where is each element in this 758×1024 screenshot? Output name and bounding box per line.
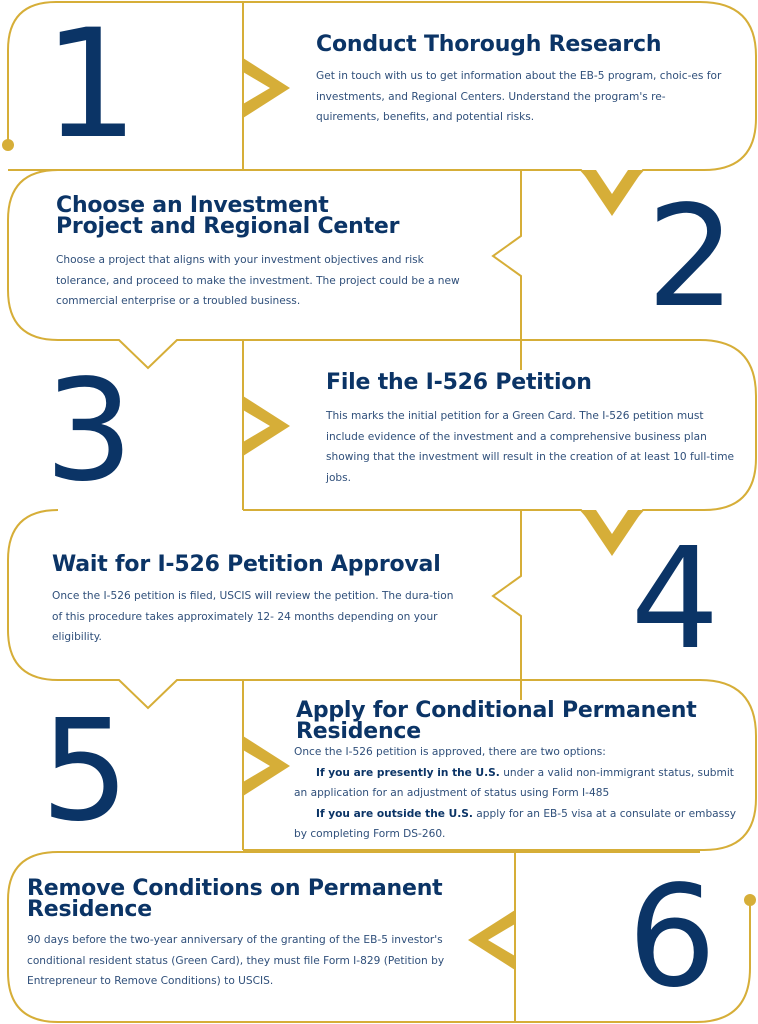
chevron-right-icon	[243, 58, 290, 118]
step-6-title: Remove Conditions on Permanent Residence	[27, 876, 443, 922]
step-1-number: 1	[43, 0, 139, 172]
step-4-number: 4	[630, 518, 720, 681]
end-dot	[744, 894, 756, 906]
step-5-title-line-2: Residence	[296, 719, 421, 744]
step-2-number: 2	[646, 176, 736, 339]
step-5-option-1-bold: If you are presently in the U.S.	[316, 766, 500, 779]
step-2-body: Choose a project that aligns with your i…	[56, 254, 460, 307]
step-3-title: File the I-526 Petition	[326, 370, 592, 395]
step-4-title: Wait for I-526 Petition Approval	[52, 552, 441, 577]
step-5-title-line-1: Apply for Conditional Permanent	[296, 698, 697, 723]
step-6-title-line-2: Residence	[27, 897, 152, 922]
step-1-title: Conduct Thorough Research	[316, 32, 662, 57]
step-5-outline	[243, 679, 757, 851]
step-5-intro: Once the I-526 petition is approved, the…	[294, 746, 606, 758]
step-5-option-1-text: under a valid non-immigrant status, subm…	[294, 766, 734, 800]
step-5-option-1: If you are presently in the U.S. under a…	[294, 763, 739, 804]
step-6-number: 6	[627, 856, 717, 1019]
step-5-body: Once the I-526 petition is approved, the…	[294, 742, 739, 845]
chevron-right-icon	[243, 396, 290, 456]
step-6-outline	[7, 850, 516, 1023]
step-5-option-2: If you are outside the U.S. apply for an…	[294, 804, 739, 845]
step-2-outline	[7, 169, 522, 370]
step-4-outline	[7, 509, 522, 710]
step-3-number: 3	[44, 350, 134, 513]
step-2-title-line-1: Choose an Investment	[56, 193, 329, 218]
chevron-left-icon	[468, 910, 515, 970]
step-5-option-2-text: apply for an EB-5 visa at a consulate or…	[294, 807, 736, 841]
step-1-body: Get in touch with us to get information …	[316, 70, 722, 123]
step-3-outline	[243, 339, 757, 547]
step-5-title: Apply for Conditional Permanent Residenc…	[296, 698, 697, 744]
step-5-option-2-bold: If you are outside the U.S.	[316, 807, 473, 820]
step-3-body: This marks the initial petition for a Gr…	[326, 410, 735, 484]
step-4-body: Once the I-526 petition is filed, USCIS …	[52, 590, 454, 643]
step-1-outline	[7, 1, 757, 207]
step-2-title-line-2: Project and Regional Center	[56, 214, 400, 239]
start-dot	[2, 139, 14, 151]
chevron-right-icon	[243, 736, 290, 796]
step-6-title-line-1: Remove Conditions on Permanent	[27, 876, 443, 901]
step-2-title: Choose an Investment Project and Regiona…	[56, 193, 400, 239]
step-6-body: 90 days before the two-year anniversary …	[27, 934, 445, 987]
step-5-number: 5	[40, 690, 130, 853]
